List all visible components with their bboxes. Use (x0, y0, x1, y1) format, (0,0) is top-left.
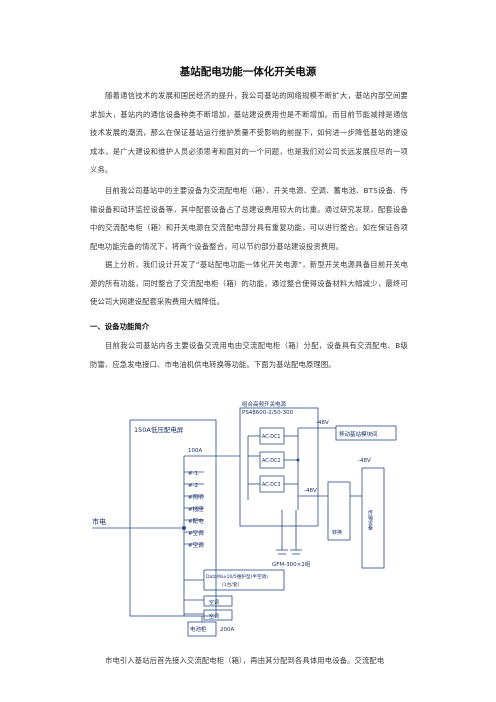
rectifier-frame (239, 407, 319, 527)
distribution-panel-frame (129, 419, 217, 617)
section-heading: 一、设备功能简介 (90, 322, 150, 331)
aircon-box-1 (203, 595, 233, 607)
bts-label: 移动基站模块间 (339, 430, 378, 438)
module-label-1: AC-DC1 (262, 434, 280, 440)
panel-title: 150A低压配电屏 (134, 425, 184, 434)
branch-label-7: #空调 (188, 541, 204, 549)
analysis-paragraph: 据上分析，我们设计开发了“基站配电功能一体化开关电源”，新型开关电源具备目前开关… (90, 260, 408, 307)
dcdc-box (327, 481, 351, 541)
battery-breaker-label: 200A (220, 627, 234, 633)
bts-box (335, 425, 397, 441)
module-label-2: AC-DC2 (262, 458, 280, 464)
voltage-right: -48V (358, 458, 371, 464)
battery-group-label: GFM-300×2组 (272, 560, 311, 568)
transmission-box (361, 467, 385, 569)
equipment-paragraph: 目前我公司基站中的主要设备为交流配电柜（箱）、开关电源、空调、蓄电池、BTS设备… (90, 186, 408, 251)
branch-label-2: #-2 (188, 483, 198, 489)
intro-paragraph: 随着通信技术的发展和国民经济的提升，我公司基站的网络规模不断扩大，基站内部空间要… (90, 91, 408, 175)
aircon-label-2: 空调 (209, 613, 219, 620)
module-label-3: AC-DC3 (262, 482, 280, 488)
mains-label: 市电 (92, 517, 106, 526)
power-distribution-diagram: 150A低压配电屏 组合高频开关电源 PS48600-2/50-300 100A… (92, 400, 397, 637)
branch-label-4: #插座 (188, 505, 204, 513)
vendor-label-1: DataMax10/5维护型(半空调) (206, 573, 268, 580)
main-breaker-label: 100A (188, 448, 202, 454)
dcdc-label: 转换 (332, 529, 342, 536)
branch-label-5: #配电 (188, 517, 204, 525)
voltage-top: -48V (316, 420, 329, 426)
aircon-label-1: 空调 (209, 599, 219, 606)
bottom-paragraph: 市电引入基站后首先接入交流配电柜（箱），再由其分配到各具体用电设备。交流配电 (105, 656, 385, 665)
transmission-label: 传输设备 (367, 509, 373, 531)
branch-label-3: #照明 (188, 494, 204, 501)
document-title: 基站配电功能一体化开关电源 (179, 66, 317, 78)
rectifier-label-1: 组合高频开关电源 (242, 400, 287, 408)
mains-node (182, 526, 186, 530)
dc-node (296, 458, 300, 462)
function-paragraph: 目前我公司基站内各主要设备交流用电由交流配电柜（箱）分配，设备具有交流配电、B级… (90, 341, 408, 369)
voltage-mid: -48V (304, 488, 317, 494)
battery-cabinet-label: 电池柜 (190, 625, 207, 633)
branch-label-1: #-1 (188, 471, 198, 477)
vendor-label-2: (1台/套) (222, 581, 239, 588)
rectifier-label-2: PS48600-2/50-300 (242, 410, 294, 416)
branch-label-6: #空调 (188, 529, 204, 537)
aircon-box-2 (203, 609, 233, 621)
